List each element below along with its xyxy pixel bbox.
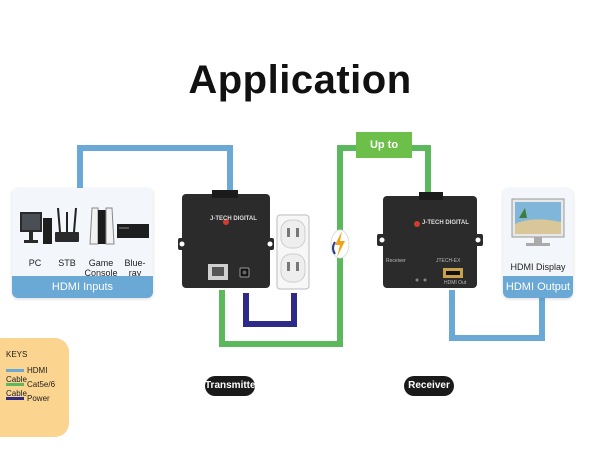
- pc-icon: [20, 212, 52, 244]
- key-item-cat: Cat5e/6 Cable: [6, 380, 69, 398]
- key-swatch-power: [6, 397, 24, 401]
- receiver-left-label: Receiver: [386, 258, 406, 264]
- receiver-model-text: JTECH-EX: [436, 258, 461, 264]
- key-item-hdmi: HDMI Cable: [6, 366, 69, 384]
- blu-ray-player-icon: [117, 224, 149, 238]
- key-label-power: Power: [27, 394, 50, 403]
- keys-heading: KEYS: [6, 350, 28, 359]
- key-label-cat: Cat5e/6 Cable: [6, 380, 56, 398]
- transmitter-brand-text: J-TECH DIGITAL: [210, 216, 257, 222]
- hdmi-inputs-panel: PC STB Game Console Blue-ray HDMI Inputs: [12, 188, 153, 298]
- stb-icon: [55, 207, 79, 242]
- hdmi-input-cable: [77, 145, 233, 196]
- key-item-power: Power: [6, 394, 50, 403]
- key-swatch-cat: [6, 383, 24, 387]
- hdmi-inputs-footer: HDMI Inputs: [12, 276, 153, 298]
- hdmi-display-label: HDMI Display: [510, 262, 566, 272]
- hdmi-output-footer: HDMI Output: [503, 276, 573, 298]
- hdmi-output-cable: [449, 290, 545, 341]
- key-swatch-hdmi: [6, 369, 24, 373]
- wall-outlet-icon: [276, 214, 310, 290]
- receiver-port-label: HDMI Out: [444, 280, 467, 286]
- lightning-icon: [330, 229, 350, 259]
- device-label-game-console: Game Console: [84, 258, 118, 278]
- game-console-icon: [89, 207, 115, 245]
- key-label-hdmi: HDMI Cable: [6, 366, 48, 384]
- transmitter-label: Transmitter: [205, 376, 259, 396]
- power-cable: [243, 293, 297, 327]
- device-label-stb: STB: [58, 258, 76, 268]
- device-label-blu-ray: Blue-ray: [124, 258, 146, 278]
- receiver-brand-text: J-TECH DIGITAL: [422, 220, 469, 226]
- hdmi-display-icon: [511, 198, 565, 246]
- receiver-device: [377, 192, 483, 288]
- distance-label: Up to 160ft: [356, 132, 412, 177]
- keys-legend: KEYS HDMI Cable Cat5e/6 Cable Power: [0, 338, 69, 437]
- transmitter-device: [178, 190, 274, 288]
- page-title: Application: [188, 58, 412, 102]
- receiver-label: Receiver: [404, 376, 454, 396]
- device-label-pc: PC: [28, 258, 42, 268]
- hdmi-output-panel: HDMI Display HDMI Output: [503, 188, 573, 298]
